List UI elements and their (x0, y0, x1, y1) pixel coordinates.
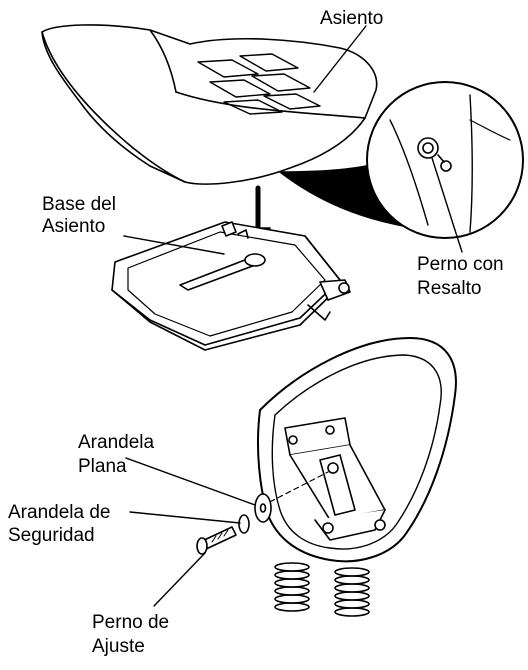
flat-washer-shape (254, 493, 272, 523)
leader-lines (123, 25, 463, 607)
shoulder-bolt-detail (366, 81, 524, 239)
label-seat-base-line1: Base del (42, 194, 116, 215)
springs (274, 562, 370, 617)
lock-washer-shape (238, 514, 250, 534)
seat-front-edge (41, 31, 186, 183)
label-shoulder-bolt-line1: Perno con (417, 254, 504, 275)
label-flat-washer-line2: Plana (78, 456, 127, 477)
seat-pads (197, 53, 321, 115)
seat-pan-illustration (256, 337, 457, 617)
seat-cushion-edge (175, 91, 366, 119)
label-adjust-bolt-line2: Ajuste (92, 636, 145, 657)
label-seat-base-line2: Asiento (42, 216, 106, 237)
label-lock-washer-line2: Seguridad (8, 525, 95, 546)
label-flat-washer-line1: Arandela (78, 432, 155, 453)
label-lock-washer-line1: Arandela de (8, 502, 111, 523)
seat-base-illustration (111, 221, 351, 351)
label-shoulder-bolt-line2: Resalto (417, 278, 482, 299)
hardware (196, 493, 272, 555)
label-seat: Asiento (320, 8, 384, 29)
label-adjust-bolt-line1: Perno de (92, 612, 170, 633)
seat-back-curve (149, 29, 177, 93)
seat-body (41, 24, 378, 185)
